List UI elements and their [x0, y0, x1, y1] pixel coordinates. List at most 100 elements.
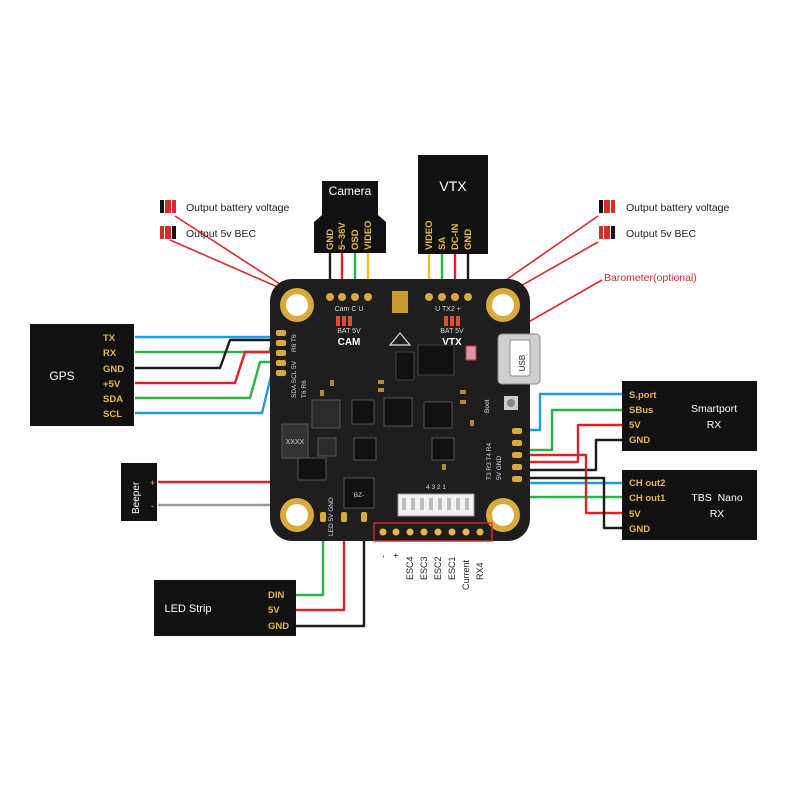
vtx-module: VTX VIDEO SA DC-IN GND	[418, 155, 488, 254]
smartport-pin-label: GND	[629, 435, 650, 446]
smartport-rx-module: Smartport RX S.port SBus 5V GND	[622, 381, 757, 451]
bottom-pin-label: +	[391, 553, 401, 558]
vtx-label: VTX	[442, 337, 462, 348]
legend-right: Output battery voltage Output 5v BEC Bar…	[599, 200, 729, 284]
gps-pin-label: SCL	[103, 409, 122, 420]
pin-row-outline	[373, 522, 493, 542]
cam-jumper-label: BAT 5V	[337, 328, 361, 335]
vtx-pad-row: U TX2 +	[435, 306, 461, 313]
gps-pad-label: SDA SCL 5V	[291, 360, 298, 398]
vtx-pin-label: SA	[437, 237, 448, 250]
vtx-body	[418, 155, 488, 254]
vtx-pin-label: VIDEO	[424, 220, 435, 250]
direction-arrow-icon	[388, 332, 412, 346]
legend-right-bec: Output 5v BEC	[626, 228, 696, 240]
bottom-pin-label: ESC3	[419, 556, 429, 580]
mounting-holes	[280, 288, 520, 532]
tbs-title: TBS Nano	[691, 492, 743, 504]
smartport-pin-label: 5V	[629, 420, 641, 431]
rx-pad-label: 5V GND	[496, 455, 503, 480]
tbs-body	[622, 470, 757, 540]
cam-pads	[326, 293, 472, 301]
led-strip-module: LED Strip DIN 5V GND	[154, 580, 296, 636]
smartport-title: Smartport	[691, 403, 737, 415]
wire-led-gnd	[296, 522, 366, 628]
wire-led-5v	[296, 522, 346, 612]
camera-pin-label: OSD	[350, 229, 361, 250]
gps-pin-label: GND	[103, 364, 124, 375]
wire-led-din	[296, 522, 325, 597]
inductor	[311, 399, 341, 429]
mcu-chip	[383, 397, 413, 427]
jumper-icon	[160, 226, 164, 239]
gps-pin-label: SDA	[103, 394, 123, 405]
capacitor	[392, 291, 408, 313]
ic-label: XXXX	[286, 439, 305, 446]
tbs-pin-label: 5V	[629, 509, 641, 520]
usb-label: USB	[518, 355, 527, 371]
vtx-title: VTX	[439, 178, 467, 194]
gps-body	[30, 324, 134, 426]
tbs-subtitle: RX	[710, 508, 725, 520]
led-pads	[320, 512, 367, 522]
wire-tbs-gnd	[522, 476, 622, 530]
bottom-pin-label: Current	[461, 559, 471, 590]
led-pin-label: DIN	[268, 590, 285, 601]
gps-pin-label: RX	[103, 348, 117, 359]
vtx-jumper	[444, 316, 460, 326]
camera-title-bg	[322, 181, 378, 200]
smartport-pin-label: S.port	[629, 390, 657, 401]
legend-left: Output battery voltage Output 5v BEC	[160, 200, 289, 240]
vtx-jumper-label: BAT 5V	[440, 328, 464, 335]
gps-pin-label: TX	[103, 333, 116, 344]
passives	[320, 380, 474, 470]
led-pin-label: GND	[268, 621, 289, 632]
gps-pad-label: R6 T6	[291, 334, 298, 352]
rx-pad-label: T3 R3 T4 R4	[486, 443, 493, 480]
esc-numbers: 4 3 2 1	[426, 484, 446, 491]
jumper-icon	[599, 200, 603, 213]
bottom-pin-label: -	[378, 555, 388, 558]
smartport-body	[622, 381, 757, 451]
gps-title: GPS	[49, 369, 74, 383]
esc-connector	[397, 493, 475, 517]
gps-pad-label: T6 R6	[301, 380, 308, 398]
led-pin-label: 5V	[268, 605, 280, 616]
flight-controller-board: Cam C U U TX2 + BAT 5V CAM BAT 5V VTX US…	[270, 279, 541, 541]
legend-right-battery: Output battery voltage	[626, 202, 729, 214]
beeper-module: Beeper + -	[121, 463, 157, 521]
legend-left-battery: Output battery voltage	[186, 202, 289, 214]
camera-body	[314, 198, 386, 253]
vtx-pin-label: DC-IN	[450, 223, 461, 250]
camera-module: Camera GND 5~36V OSD VIDEO	[314, 181, 386, 253]
jumper-icon	[599, 226, 603, 239]
tbs-nano-rx-module: TBS Nano RX CH out2 CH out1 5V GND	[622, 470, 757, 540]
bottom-pin-label: ESC2	[433, 556, 443, 580]
camera-pin-label: 5~36V	[337, 222, 348, 250]
gps-pads	[276, 330, 286, 376]
cam-jumper	[336, 316, 352, 326]
smartport-pin-label: SBus	[629, 405, 653, 416]
beeper-body	[121, 463, 157, 521]
tbs-pin-label: GND	[629, 524, 650, 535]
wire-gps-scl	[135, 370, 284, 415]
beeper-pin-label: +	[150, 478, 155, 488]
led-strip-body	[154, 580, 296, 636]
bottom-pin-label: ESC1	[447, 556, 457, 580]
boot-label: Boot	[484, 399, 491, 413]
jumper-icon	[165, 200, 171, 213]
bottom-pin-label: ESC4	[405, 556, 415, 580]
gps-pin-label: +5V	[103, 379, 121, 390]
buzzer-label: BZ-	[354, 492, 364, 499]
gyro-chip	[423, 401, 453, 429]
legend-left-bec: Output 5v BEC	[186, 228, 256, 240]
wire-sp-gnd	[520, 438, 622, 472]
buzzer-pad-area	[343, 477, 375, 509]
led-pad-label: LED 5V GND	[328, 497, 335, 536]
camera-pin-label: GND	[325, 229, 336, 250]
gps-module: GPS TX RX GND +5V SDA SCL	[30, 324, 134, 426]
vtx-pin-label: GND	[463, 229, 474, 250]
osd-chip	[417, 344, 455, 376]
